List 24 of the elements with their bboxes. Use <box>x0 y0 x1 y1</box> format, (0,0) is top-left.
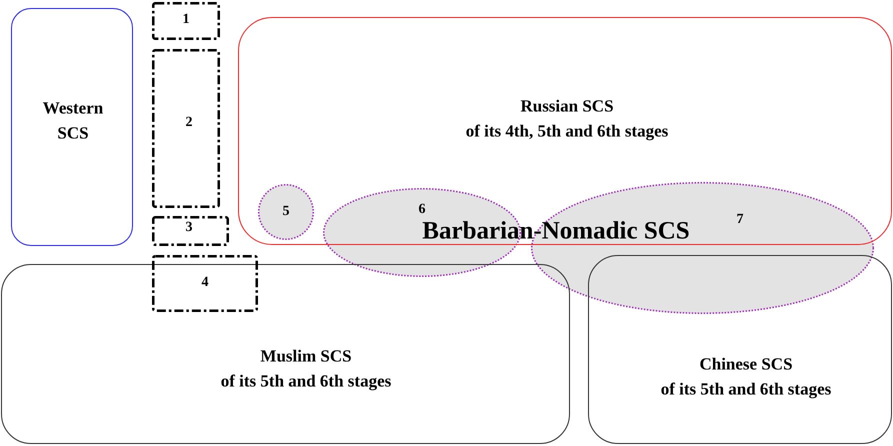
region-name: Chinese SCS <box>699 353 793 376</box>
dashdot-box <box>152 255 258 312</box>
region-number: 5 <box>282 202 290 221</box>
rounded-region-box <box>588 255 892 444</box>
stage-note: of its 5th and 6th stages <box>220 370 392 392</box>
group-label: Barbarian-Nomadic SCS <box>422 218 690 244</box>
region-number: 6 <box>418 200 426 219</box>
rounded-region-box <box>11 8 133 246</box>
dashdot-box <box>152 216 229 246</box>
rounded-region-box <box>238 17 892 245</box>
region-name: Muslim SCS <box>260 345 352 368</box>
region-name: Western SCS <box>42 97 104 144</box>
box-number: 3 <box>186 218 192 237</box>
region-number: 7 <box>736 210 744 229</box>
box-number: 2 <box>186 114 192 132</box>
box-number: 1 <box>182 10 190 29</box>
box-number: 4 <box>202 274 208 292</box>
stage-note: of its 4th, 5th and 6th stages <box>466 120 668 142</box>
region-name: Russian SCS <box>520 95 614 118</box>
dashdot-box <box>152 2 220 40</box>
rounded-region-box <box>1 264 570 444</box>
stage-note: of its 5th and 6th stages <box>660 378 832 400</box>
ellipse-region <box>258 184 314 240</box>
dashdot-box <box>152 49 220 208</box>
